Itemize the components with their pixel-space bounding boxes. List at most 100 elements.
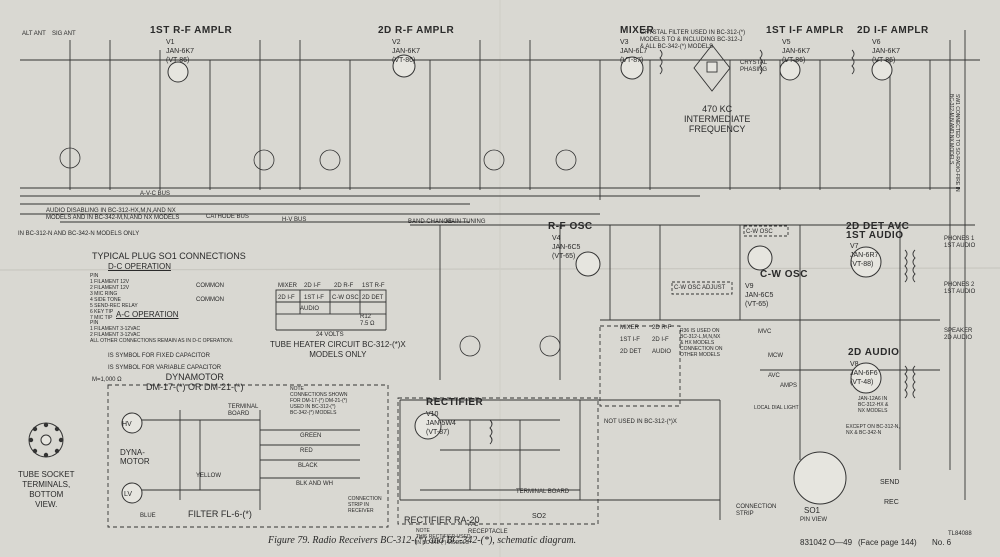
common-label-2: COMMON — [196, 297, 224, 303]
r36-note: R36 IS USED ON BC-312-L,M,N,NX & HX MODE… — [680, 328, 723, 358]
cwosc-title: C-W OSC — [760, 269, 808, 280]
dynamotor-title: DYNAMOTOR DM-17-(*) OR DM-21-(*) — [146, 372, 244, 392]
heater-row-1: 2D I-F — [278, 295, 295, 301]
hv-bus-label: H-V BUS — [282, 217, 307, 223]
rf1-tube: V1 JAN-6K7 (VT-86) — [166, 39, 195, 64]
pin-view-label: PIN VIEW — [800, 517, 828, 523]
heater-title: TUBE HEATER CIRCUIT BC-312-(*)X MODELS O… — [270, 340, 406, 359]
rf2-tube: V2 JAN-6K7 (VT-86) — [392, 39, 421, 64]
terminal-board-label: TERMINAL BOARD — [228, 404, 259, 417]
fixed-cap-note: IS SYMBOL FOR FIXED CAPACITOR — [108, 353, 210, 359]
if1-title: 1ST I-F AMPLR — [766, 25, 844, 36]
tube-socket-diagram — [28, 422, 64, 458]
mixer-table-1: MIXER — [620, 325, 640, 331]
tube-socket-label: TUBE SOCKET TERMINALS, BOTTOM VIEW. — [18, 470, 75, 509]
connection-note: NOTE CONNECTIONS SHOWN FOR DM-17-(*) DM-… — [290, 386, 348, 416]
heater-row-2: 1ST I-F — [304, 295, 324, 301]
rf1-title: 1ST R-F AMPLR — [150, 25, 233, 36]
figure-caption: Figure 79. Radio Receivers BC-312-(*) an… — [268, 535, 577, 546]
wire-blk-wh: BLK AND WH — [296, 481, 334, 487]
dc-pin-list: PIN 1 FILAMENT 12V 2 FILAMENT 12V 3 MIC … — [90, 273, 138, 321]
wire-green: GREEN — [300, 433, 322, 439]
mcw-label: MCW — [768, 353, 783, 359]
drawing-code: TL84088 — [948, 531, 972, 537]
connection-strip-label: CONNECTION STRIP IN RECEIVER — [348, 496, 382, 514]
heater-row-3: C-W OSC — [332, 295, 359, 301]
cathode-bus-label: CATHODE BUS — [206, 214, 249, 220]
rf2-title: 2D R-F AMPLR — [378, 25, 455, 36]
wire-red: RED — [300, 448, 313, 454]
dc-operation-label: D-C OPERATION — [108, 262, 171, 271]
common-label: COMMON — [196, 283, 224, 289]
det-title: 2D DET AVC 1ST AUDIO — [846, 221, 910, 241]
heater-audio: AUDIO — [300, 306, 320, 312]
except-note: EXCEPT ON BC-312-N, NX & BC-342-N — [846, 424, 900, 436]
mixer-table-5: 2D DET — [620, 349, 642, 355]
avc-bus-label: A-V-C BUS — [140, 191, 171, 197]
heater-row-4: 2D DET — [362, 295, 384, 301]
var-cap-note: IS SYMBOL FOR VARIABLE CAPACITOR — [108, 365, 222, 371]
so1-label: SO1 — [804, 506, 821, 515]
mixer-table-2: 2D R-F — [652, 325, 672, 331]
plug-title: TYPICAL PLUG SO1 CONNECTIONS — [92, 251, 246, 261]
audio2-title: 2D AUDIO — [848, 347, 900, 358]
wiring — [20, 30, 980, 528]
if1-tube: V5 JAN-6K7 (VT-86) — [782, 39, 811, 64]
heater-col-4: 1ST R-F — [362, 283, 385, 289]
mixer-table-3: 1ST I-F — [620, 337, 640, 343]
not-used-note: NOT USED IN BC-312-(*)X — [604, 419, 677, 425]
dial-light-label: LOCAL DIAL LIGHT — [754, 405, 799, 411]
rect-tube: V10 JAN-5W4 (VT-87) — [426, 411, 456, 436]
jan-12a6-note: JAN-12A6 IN BC-312-HX & NX MODELS — [858, 396, 889, 414]
rfosc-title: R-F OSC — [548, 221, 593, 232]
if2-tube: V6 JAN-6K7 (VT-86) — [872, 39, 901, 64]
phones-jack-2: PHONES 2 1ST AUDIO — [944, 282, 976, 295]
crystal-filter-note: CRYSTAL FILTER USED IN BC-312-(*) MODELS… — [640, 30, 746, 50]
avc-label: AVC — [768, 373, 780, 379]
det-tube: V7 JAN-6R7 (VT-88) — [850, 243, 879, 268]
crystal-filter — [693, 44, 731, 92]
heater-col-2: 2D I-F — [304, 283, 321, 289]
send-label: SEND — [880, 479, 900, 486]
footer-number: 831042 O—49 — [800, 538, 853, 547]
sw1-side-note: SW1 CONNECTED TO SO-RADIO-FIRE IN BC-312… — [948, 94, 960, 192]
audio-disable-note: AUDIO DISABLING IN BC-312-HX,M,N,AND NX … — [46, 208, 180, 221]
amps-label: AMPS — [780, 383, 798, 389]
heater-col-1: MIXER — [278, 283, 298, 289]
alt-ant-label: ALT ANT — [22, 31, 46, 37]
filter-label: FILTER FL-6-(*) — [188, 509, 252, 519]
crystal-phasing-label: CRYSTAL PHASING — [740, 60, 768, 73]
band-change-label: BAND CHANGE — [408, 219, 453, 225]
ac-operation-label: A-C OPERATION — [116, 310, 179, 319]
lv-label: LV — [124, 491, 133, 498]
if2-title: 2D I-F AMPLR — [857, 25, 929, 36]
wire-yellow: YELLOW — [196, 473, 222, 479]
rec-label: REC — [884, 499, 899, 506]
phones-jack-1: PHONES 1 1ST AUDIO — [944, 236, 976, 249]
heater-col-3: 2D R-F — [334, 283, 354, 289]
if-frequency-label: 470 KC INTERMEDIATE FREQUENCY — [684, 104, 751, 134]
hv-label: HV — [122, 421, 132, 428]
bc312-note: IN BC-312-N AND BC-342-N MODELS ONLY — [18, 231, 140, 237]
heater-voltage: 24 VOLTS — [316, 332, 344, 338]
band-switches — [59, 147, 577, 357]
tubes — [121, 54, 893, 505]
mvc-label: MVC — [758, 329, 772, 335]
footer-no: No. 6 — [932, 538, 952, 547]
heater-resistor: R12 7.5 Ω — [360, 314, 375, 327]
wire-blue: BLUE — [140, 513, 156, 519]
cwosc-tube: V9 JAN-6C5 (VT-65) — [745, 283, 774, 308]
meg-note: M=1,000 Ω — [92, 377, 122, 383]
ac-pin-list: PIN 1 FILAMENT 3-12VAC 2 FILAMENT 3-12VA… — [90, 320, 234, 344]
so2-label: SO2 — [532, 513, 547, 520]
mixer-table-6: AUDIO — [652, 349, 672, 355]
cw-osc-switch-label: C-W OSC — [746, 229, 773, 235]
rfosc-tube: V4 JAN-6C5 (VT-65) — [552, 235, 581, 260]
main-tuning-label: MAIN TUNING — [446, 219, 486, 225]
mixer-table-4: 2D I-F — [652, 337, 669, 343]
sig-ant-label: SIG ANT — [52, 31, 76, 37]
speaker-jack: SPEAKER 2D AUDIO — [944, 328, 973, 341]
terminal-board-2: TERMINAL BOARD — [516, 489, 570, 495]
